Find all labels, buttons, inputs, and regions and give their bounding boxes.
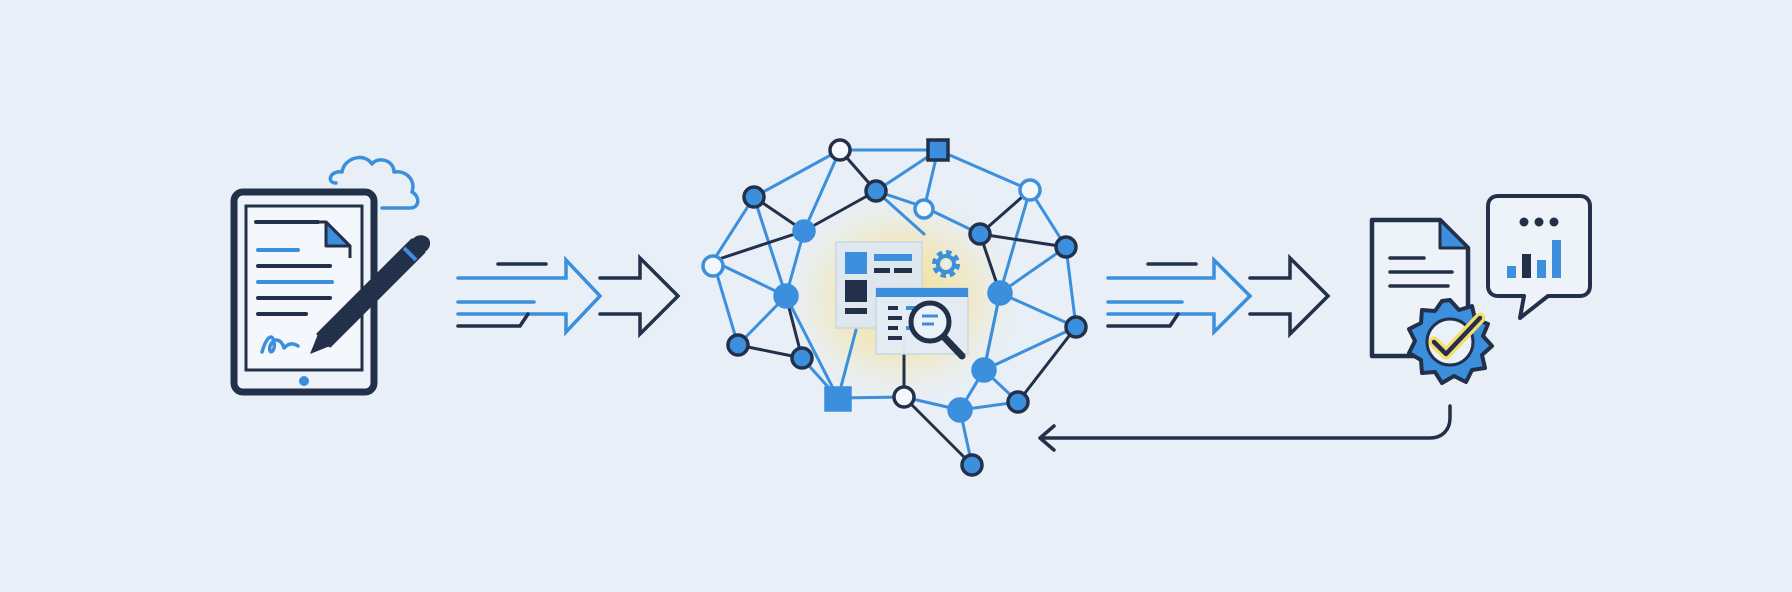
forward-arrows-icon: [456, 253, 681, 339]
feedback-arrow-icon: [1038, 404, 1452, 452]
verified-report-icon: [1369, 194, 1592, 385]
forward-arrows-icon: [1106, 253, 1331, 339]
pen-icon: [310, 235, 431, 354]
network-nodes: [701, 138, 1088, 477]
magnifier-icon: [908, 300, 966, 360]
tablet-document-pen-icon: [230, 155, 431, 396]
chart-bubble-icon: [1486, 194, 1592, 320]
verified-badge-icon: [1407, 298, 1494, 385]
cloud-icon: [328, 155, 420, 210]
gear-icon: [932, 250, 960, 278]
document-lines: [254, 220, 334, 316]
signature-icon: [260, 335, 300, 354]
neural-network-brain-icon: [701, 138, 1088, 477]
